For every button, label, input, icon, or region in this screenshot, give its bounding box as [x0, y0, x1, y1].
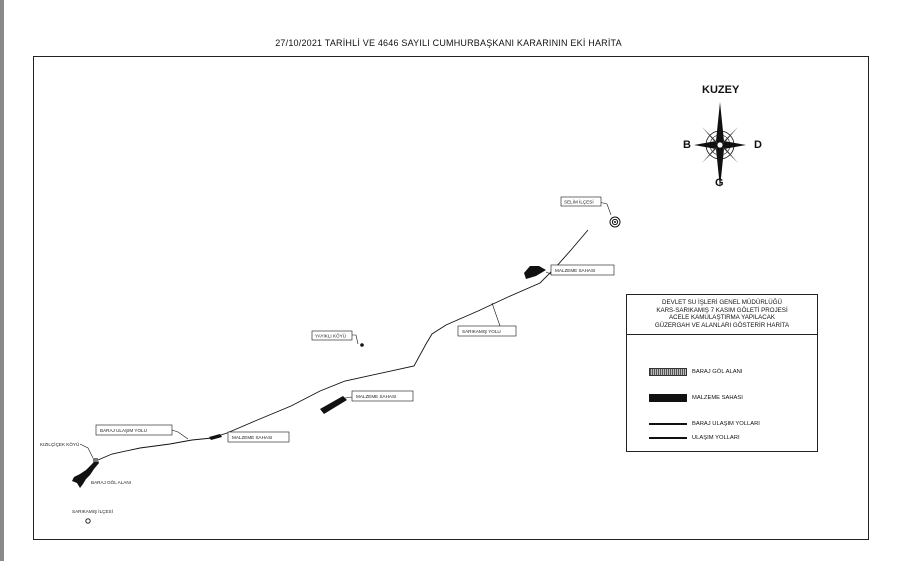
legend-item-baraj-ulasim: BARAJ ULAŞIM YOLLARI — [649, 419, 760, 429]
compass-south-label: G — [715, 177, 724, 189]
selim-leader — [598, 201, 612, 216]
malzeme-3-label: MALZEME SAHASI — [232, 435, 272, 440]
malzeme-2-leader — [344, 396, 353, 399]
legend-title-line: ACELE KAMULAŞTIRMA YAPILACAK — [668, 314, 776, 321]
solid-fill-swatch-icon — [649, 394, 687, 402]
yayikli-village-dot — [360, 343, 364, 347]
line-swatch-icon — [649, 423, 687, 425]
baraj-ulasim-leader — [171, 429, 189, 440]
document-title: 27/10/2021 TARİHLİ VE 4646 SAYILI CUMHUR… — [275, 38, 622, 48]
map-frame — [33, 56, 869, 540]
baraj-gol-dotted-patch — [93, 458, 98, 462]
compass-west-label: B — [683, 139, 691, 151]
yayikli-leader — [352, 334, 359, 345]
compass-east-label: D — [754, 139, 762, 151]
baraj-gol-alani-area — [72, 458, 99, 488]
left-margin-rule — [0, 0, 4, 561]
malzeme-sahasi-3-area — [209, 434, 222, 440]
ulasim-yolu-line — [191, 229, 589, 441]
baraj-gol-label: BARAJ GÖL ALANI — [91, 479, 131, 485]
malzeme-1-leader — [545, 271, 552, 275]
compass-north-label: KUZEY — [702, 84, 740, 96]
legend-title-line: DEVLET SU İŞLERİ GENEL MÜDÜRLÜĞÜ — [662, 299, 782, 306]
yayikli-label: YAYIKLI KÖYÜ — [315, 333, 346, 339]
baraj-ulasim-label: BARAJ ULAŞIM YOLU — [100, 428, 147, 433]
legend-item-label: ULAŞIM YOLLARI — [692, 435, 740, 441]
compass-rose-icon — [694, 102, 746, 188]
dotted-fill-swatch-icon — [649, 368, 687, 376]
sarikamis-yolu-label: SARIKAMIŞ YOLU — [462, 329, 501, 334]
legend-item-baraj-gol: BARAJ GÖL ALANI — [649, 367, 742, 377]
selim-label: SELİM İLÇESİ — [564, 199, 594, 205]
line-swatch-icon — [649, 437, 687, 439]
kizilcicek-leader — [79, 443, 94, 459]
legend-item-malzeme: MALZEME SAHASI — [649, 393, 743, 403]
malzeme-3-label-box — [227, 431, 290, 443]
malzeme-sahasi-2-area — [320, 396, 347, 414]
sarikamis-town-symbol — [85, 518, 91, 524]
legend-box: DEVLET SU İŞLERİ GENEL MÜDÜRLÜĞÜ KARS-SA… — [626, 294, 818, 452]
baraj-ulasim-yolu-line — [97, 439, 193, 461]
malzeme-2-label-box — [351, 390, 414, 402]
malzeme-2-label: MALZEME SAHASI — [356, 394, 396, 399]
legend-item-label: BARAJ GÖL ALANI — [692, 369, 743, 375]
legend-title-line: KARS-SARIKAMIŞ 7 KASIM GÖLETİ PROJESİ — [656, 306, 788, 314]
legend-title-line: GÜZERGAH VE ALANLARI GÖSTERİR HARİTA — [654, 321, 790, 329]
selim-town-symbol — [609, 216, 621, 228]
sarikamis-ilcesi-label: SARIKAMIŞ İLÇESİ — [72, 508, 113, 514]
legend-title: DEVLET SU İŞLERİ GENEL MÜDÜRLÜĞÜ KARS-SA… — [627, 295, 817, 335]
malzeme-1-label: MALZEME SAHASI — [555, 268, 595, 273]
legend-item-label: BARAJ ULAŞIM YOLLARI — [692, 421, 760, 427]
malzeme-sahasi-1-area — [524, 266, 546, 279]
sarikamis-yolu-label-box — [457, 325, 517, 337]
kizilcicek-label: KIZILÇİÇEK KÖYÜ — [40, 441, 79, 447]
yayikli-label-box — [311, 330, 353, 341]
selim-label-box — [560, 196, 602, 207]
malzeme-1-label-box — [550, 264, 615, 276]
legend-item-ulasim: ULAŞIM YOLLARI — [649, 433, 740, 443]
sarikamis-yolu-leader — [491, 302, 501, 327]
legend-item-label: MALZEME SAHASI — [692, 395, 743, 401]
